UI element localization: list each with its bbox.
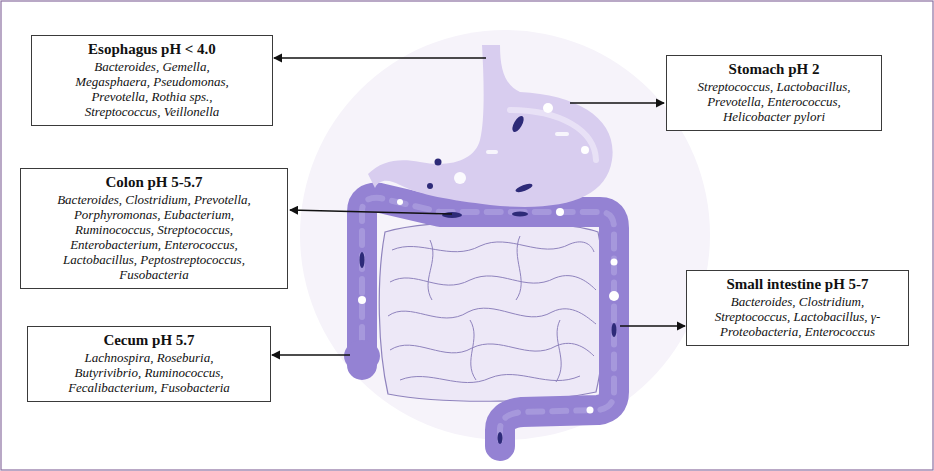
region-heading: Colon pH 5-5.7 — [27, 174, 281, 191]
region-heading: Cecum pH 5.7 — [34, 332, 264, 349]
region-heading: Esophagus pH < 4.0 — [38, 41, 266, 58]
bacteria-list: Bacteroides, Clostridium, Streptococcus,… — [695, 294, 900, 339]
ph-box: Cecum pH 5.7Lachnospira, Roseburia, Buty… — [27, 326, 271, 402]
ph-box: Colon pH 5-5.7Bacteroides, Clostridium, … — [20, 168, 288, 289]
stomach — [368, 45, 613, 207]
ph-box: Stomach pH 2Streptococcus, Lactobacillus… — [666, 55, 882, 131]
region-heading: Stomach pH 2 — [673, 61, 875, 78]
ph-box: Esophagus pH < 4.0Bacteroides, Gemella, … — [31, 35, 273, 126]
bacteria-list: Bacteroides, Clostridium, Prevotella, Po… — [38, 192, 270, 282]
region-heading: Small intestine pH 5-7 — [693, 276, 902, 293]
microbe-dots — [358, 103, 619, 444]
small-intestine — [379, 222, 604, 402]
leader-arrows — [272, 58, 685, 355]
bacteria-list: Bacteroides, Gemella, Megasphaera, Pseud… — [62, 59, 242, 119]
ph-box: Small intestine pH 5-7Bacteroides, Clost… — [686, 270, 909, 346]
bacteria-list: Lachnospira, Roseburia, Butyrivibrio, Ru… — [53, 350, 245, 395]
bacteria-list: Streptococcus, Lactobacillus, Prevotella… — [674, 79, 874, 124]
large-intestine — [344, 198, 614, 446]
